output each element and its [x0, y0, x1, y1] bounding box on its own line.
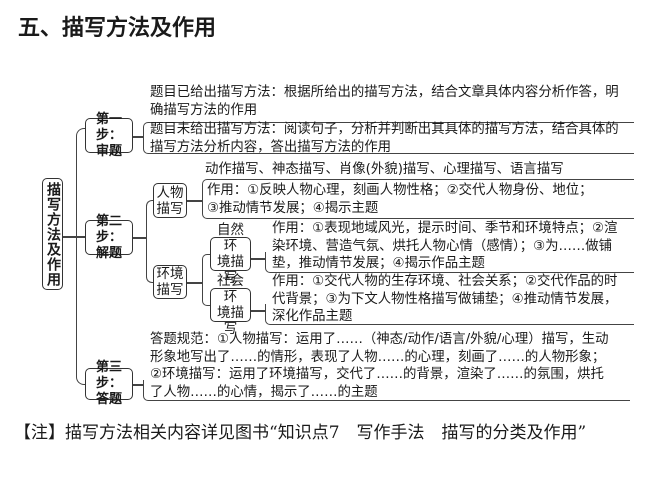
text-line: 确描写方法的作用 [150, 102, 258, 118]
step1-item-2: 题目未给出描写方法：阅读句子，分析并判断出其具体的描写方法，结合具体的描写方法分… [150, 121, 619, 156]
section-title: 五、描写方法及作用 [18, 15, 217, 41]
step3-answer-norms: 答题规范：①人物描写：运用了……（神态/动作/语言/外貌/心理）描写，生动形象地… [150, 331, 609, 401]
text-line: 作用：①反映人物心理，刻画人物性格；②交代人物身份、地位； [207, 183, 593, 198]
step3-label: 答题 [95, 392, 122, 407]
connector [76, 128, 86, 263]
natural-label: 境描写 [217, 254, 244, 286]
bracket [143, 380, 630, 401]
natural-label: 自然环 [217, 222, 244, 254]
character-label: 描写 [156, 200, 184, 217]
footnote: 【注】描写方法相关内容详见图书“知识点7 写作手法 描写的分类及作用” [14, 423, 587, 443]
character-types: 动作描写、神态描写、肖像(外貌)描写、心理描写、语言描写 [205, 161, 564, 179]
step3-node: 第三步：答题 [85, 360, 133, 407]
step1-node: 第一步：审题 [85, 112, 133, 159]
text-line: 染环境、营造气氛、烘托人物心情（感情）；③为……做铺 [272, 238, 613, 254]
connector [202, 282, 211, 306]
step3-label: 第三步： [95, 360, 122, 391]
step2-label: 解题 [95, 245, 122, 261]
connector [133, 384, 143, 386]
social-label: 境描写 [217, 305, 244, 337]
connector [133, 237, 147, 239]
text-line: 题目已给出描写方法：根据所给出的描写方法，结合文章具体内容分析作答，明 [150, 85, 619, 100]
text-line: 描写方法分析内容，答出描写方法的作用 [150, 139, 392, 155]
text-line: ②环境描写：运用了环境描写，交代了……的背景，渲染了……的氛围，烘托 [150, 367, 604, 382]
root-node: 描写方法及作用 [42, 178, 63, 290]
bracket [202, 179, 634, 219]
environment-label: 描写 [156, 282, 184, 298]
natural-environment-node: 自然环境描写 [210, 222, 251, 286]
social-label: 社会环 [217, 273, 244, 305]
connector [63, 236, 85, 238]
connector [187, 282, 203, 284]
connector [187, 200, 203, 202]
bracket [265, 304, 634, 325]
text-line: 代背景；③为下文人物性格描写做铺垫；④推动情节发展， [272, 291, 618, 307]
connector [146, 237, 154, 283]
text-line: 动作描写、神态描写、肖像(外貌)描写、心理描写、语言描写 [205, 162, 564, 177]
connector [202, 254, 211, 283]
connector [251, 310, 265, 312]
environment-node: 环境描写 [153, 265, 187, 299]
environment-label: 环境 [156, 266, 184, 282]
connector [133, 136, 143, 138]
step1-label: 审题 [95, 143, 122, 159]
text-line: 作用：①交代人物的生存环境、社会关系；②交代作品的时 [272, 274, 618, 289]
step2-node: 第二步：解题 [85, 214, 133, 261]
text-line: 答题规范：①人物描写：运用了……（神态/动作/语言/外貌/心理）描写，生动 [150, 332, 609, 347]
step1-label: 第一步： [95, 111, 122, 143]
text-line: 了人物……的心情，揭示了……的主题 [150, 384, 378, 400]
text-line: 作用：①表现地域风光，提示时间、季节和环境特点；②渲 [272, 221, 618, 236]
social-function: 作用：①交代人物的生存环境、社会关系；②交代作品的时代背景；③为下文人物性格描写… [272, 273, 617, 326]
bracket [143, 122, 634, 154]
bracket [265, 252, 634, 273]
connector [251, 258, 265, 260]
text-line: 深化作品主题 [272, 309, 353, 324]
root-label: 描写方法及作用 [45, 181, 61, 287]
text-line: 题目未给出描写方法：阅读句子，分析并判断出其具体的描写方法，结合具体的 [150, 122, 619, 137]
social-environment-node: 社会环境描写 [210, 273, 251, 337]
text-line: 垫，推动情节发展；④揭示作品主题 [272, 256, 485, 271]
text-line: 形象地写出了……的情形，表现了人物……的心理，刻画了……的人物形象； [150, 349, 606, 365]
step1-item-1: 题目已给出描写方法：根据所给出的描写方法，结合文章具体内容分析作答，明确描写方法… [150, 84, 619, 119]
connector [76, 236, 86, 385]
character-function: 作用：①反映人物心理，刻画人物性格；②交代人物身份、地位； ③推动情节发展；④揭示… [207, 182, 593, 217]
connector [146, 200, 154, 238]
text-line: ③推动情节发展；④揭示主题 [207, 200, 379, 216]
step2-label: 第二步： [95, 213, 122, 245]
character-label: 人物 [156, 184, 184, 201]
character-node: 人物描写 [153, 183, 187, 218]
natural-function: 作用：①表现地域风光，提示时间、季节和环境特点；②渲染环境、营造气氛、烘托人物心… [272, 220, 617, 273]
